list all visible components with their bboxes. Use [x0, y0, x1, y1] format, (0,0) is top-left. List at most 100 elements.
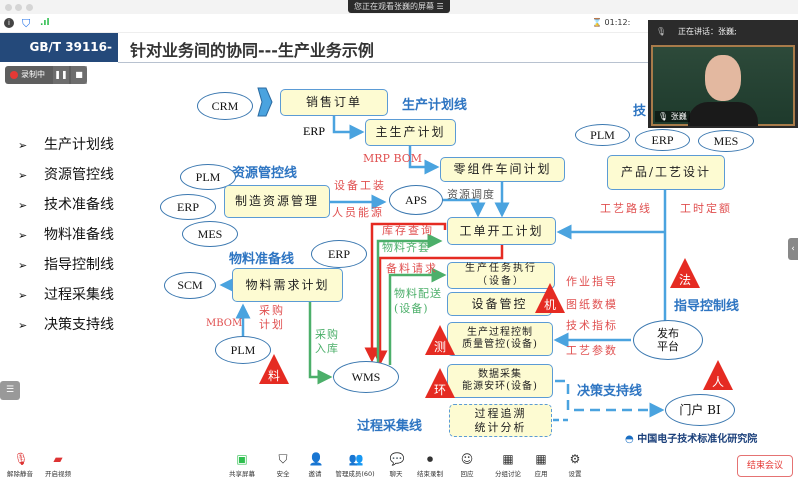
publish-platform: 发布 平台	[633, 320, 703, 360]
shield-icon[interactable]: ⛉	[22, 17, 31, 30]
portal-bi: 门户 BI	[665, 394, 735, 426]
plm-system-2: PLM	[215, 336, 271, 364]
resource-mgmt-box: 制造资源管理	[224, 185, 330, 218]
stop-recording-button[interactable]: ■	[71, 66, 87, 84]
reaction-icon: ☺	[460, 452, 474, 466]
aps-system: APS	[389, 185, 443, 215]
list-view-button[interactable]: ☰	[0, 381, 20, 400]
scheduling-annotation: 资源调度	[447, 188, 495, 201]
erp-system-2: ERP	[311, 240, 367, 268]
info-icon[interactable]: i	[4, 18, 14, 28]
muted-mic-icon: 🎙	[656, 27, 667, 36]
master-schedule-box: 主生产计划	[365, 119, 456, 146]
bullet-item: ➢技术准备线	[18, 197, 114, 213]
mes-system-3: MES	[698, 130, 754, 152]
security-button[interactable]: ⛉安全	[276, 452, 290, 478]
invite-button[interactable]: 👤邀请	[308, 452, 324, 478]
plm-system-3: PLM	[575, 124, 630, 146]
line-label-tech: 技	[633, 104, 647, 119]
shield-icon: ⛉	[278, 452, 288, 466]
kitting-annotation: 物料齐套	[382, 241, 430, 254]
collapse-panel-button[interactable]: ‹	[788, 238, 798, 260]
equipment-control-box: 设备管控	[447, 292, 552, 316]
meeting-toolbar	[0, 448, 798, 483]
tech-index-annotation: 技术指标	[566, 319, 618, 332]
data-collection-box: 数据采集 能源安环(设备)	[447, 364, 553, 398]
institute-logo-icon: ◓	[625, 434, 634, 445]
arrow-bullet-icon: ➢	[18, 259, 28, 272]
mes-system: MES	[182, 221, 238, 247]
menu-icon: ☰	[436, 2, 444, 11]
line-label-material: 物料准备线	[229, 252, 295, 267]
stock-query-annotation: 库存查询	[382, 224, 434, 237]
participants-button[interactable]: 👥管理成员(60)	[335, 452, 375, 478]
muted-mic-icon: 🎙	[13, 452, 29, 466]
arrow-bullet-icon: ➢	[18, 229, 28, 242]
pause-recording-button[interactable]: ❚❚	[53, 66, 69, 84]
recording-indicator: 录制中 ❚❚ ■	[5, 66, 87, 84]
reactions-button[interactable]: ☺回应	[460, 452, 474, 478]
parts-plan-box: 零组件车间计划	[440, 157, 565, 182]
apps-button[interactable]: ▦应用	[534, 452, 548, 478]
bullet-item: ➢过程采集线	[18, 287, 114, 303]
viewing-screen-banner[interactable]: 您正在观看张巍的屏幕 ☰	[348, 0, 450, 13]
end-meeting-button[interactable]: 结束会议	[737, 455, 793, 477]
timer: ⌛ 01:12:	[592, 18, 631, 27]
close-window-button[interactable]	[5, 4, 12, 11]
stop-recording-toolbar-button[interactable]: ⏺结束录制	[417, 452, 443, 478]
breakout-rooms-button[interactable]: ▦分组讨论	[495, 452, 521, 478]
crm-arrow	[257, 87, 273, 117]
share-screen-icon: ▣	[236, 452, 248, 466]
video-off-icon: ▰	[53, 452, 63, 466]
product-design-box: 产品/工艺设计	[607, 155, 725, 190]
erp-system-3: ERP	[635, 129, 690, 151]
trace-analysis-box: 过程追溯 统计分析	[449, 404, 552, 437]
speaking-indicator: 🎙 正在讲话：张巍;	[648, 20, 798, 44]
bullet-item: ➢物料准备线	[18, 227, 114, 243]
task-execution-box: 生产任务执行 （设备）	[447, 262, 555, 289]
record-dot-icon	[10, 71, 18, 79]
gear-icon: ⚙	[569, 452, 581, 466]
bullet-item: ➢生产计划线	[18, 137, 114, 153]
arrow-bullet-icon: ➢	[18, 169, 28, 182]
params-annotation: 工艺参数	[566, 344, 618, 357]
header-divider	[118, 62, 798, 63]
purchase-in-annotation: 采购 入库	[315, 328, 339, 356]
maximize-window-button[interactable]	[26, 4, 33, 11]
wms-system: WMS	[333, 361, 399, 393]
guide-annotation: 作业指导	[566, 275, 618, 288]
speaker-face	[705, 55, 741, 101]
share-screen-button[interactable]: ▣共享屏幕	[229, 452, 255, 478]
start-video-button[interactable]: ▰开启视频	[45, 452, 71, 478]
settings-button[interactable]: ⚙设置	[568, 452, 582, 478]
bullet-item: ➢资源管控线	[18, 167, 114, 183]
institute-logo: ◓ 中国电子技术标准化研究院	[625, 434, 758, 445]
minimize-window-button[interactable]	[15, 4, 22, 11]
drawing-annotation: 图纸数模	[566, 298, 618, 311]
people-energy-annotation: 人员能源	[332, 206, 384, 219]
standard-number: GB/T 39116-2020	[0, 33, 118, 83]
speaker-name: 🎙 张巍	[655, 111, 690, 122]
unmute-button[interactable]: 🎙解除静音	[7, 452, 33, 478]
scm-system: SCM	[164, 272, 216, 299]
people-triangle: 人	[703, 360, 733, 390]
chat-button[interactable]: 💬聊天	[389, 452, 405, 478]
material-triangle: 料	[259, 354, 289, 384]
arrow-bullet-icon: ➢	[18, 139, 28, 152]
apps-icon: ▦	[535, 452, 547, 466]
machine-triangle: 机	[535, 283, 565, 313]
equip-tooling-annotation: 设备工装	[334, 179, 386, 192]
line-label-guide: 指导控制线	[674, 299, 740, 314]
method-triangle: 法	[670, 258, 700, 288]
participants-icon: 👥	[348, 452, 364, 466]
erp-annotation: ERP	[303, 124, 326, 138]
line-label-collect: 过程采集线	[357, 419, 423, 434]
time-quota-annotation: 工时定额	[680, 202, 732, 215]
breakout-icon: ▦	[502, 452, 514, 466]
signal-icon[interactable]: .ıl	[40, 18, 50, 28]
arrow-bullet-icon: ➢	[18, 199, 28, 212]
line-label-decision: 决策支持线	[577, 384, 643, 399]
erp-system: ERP	[160, 194, 216, 220]
speaker-video[interactable]: 🎙 正在讲话：张巍; 🎙 张巍	[648, 20, 798, 128]
